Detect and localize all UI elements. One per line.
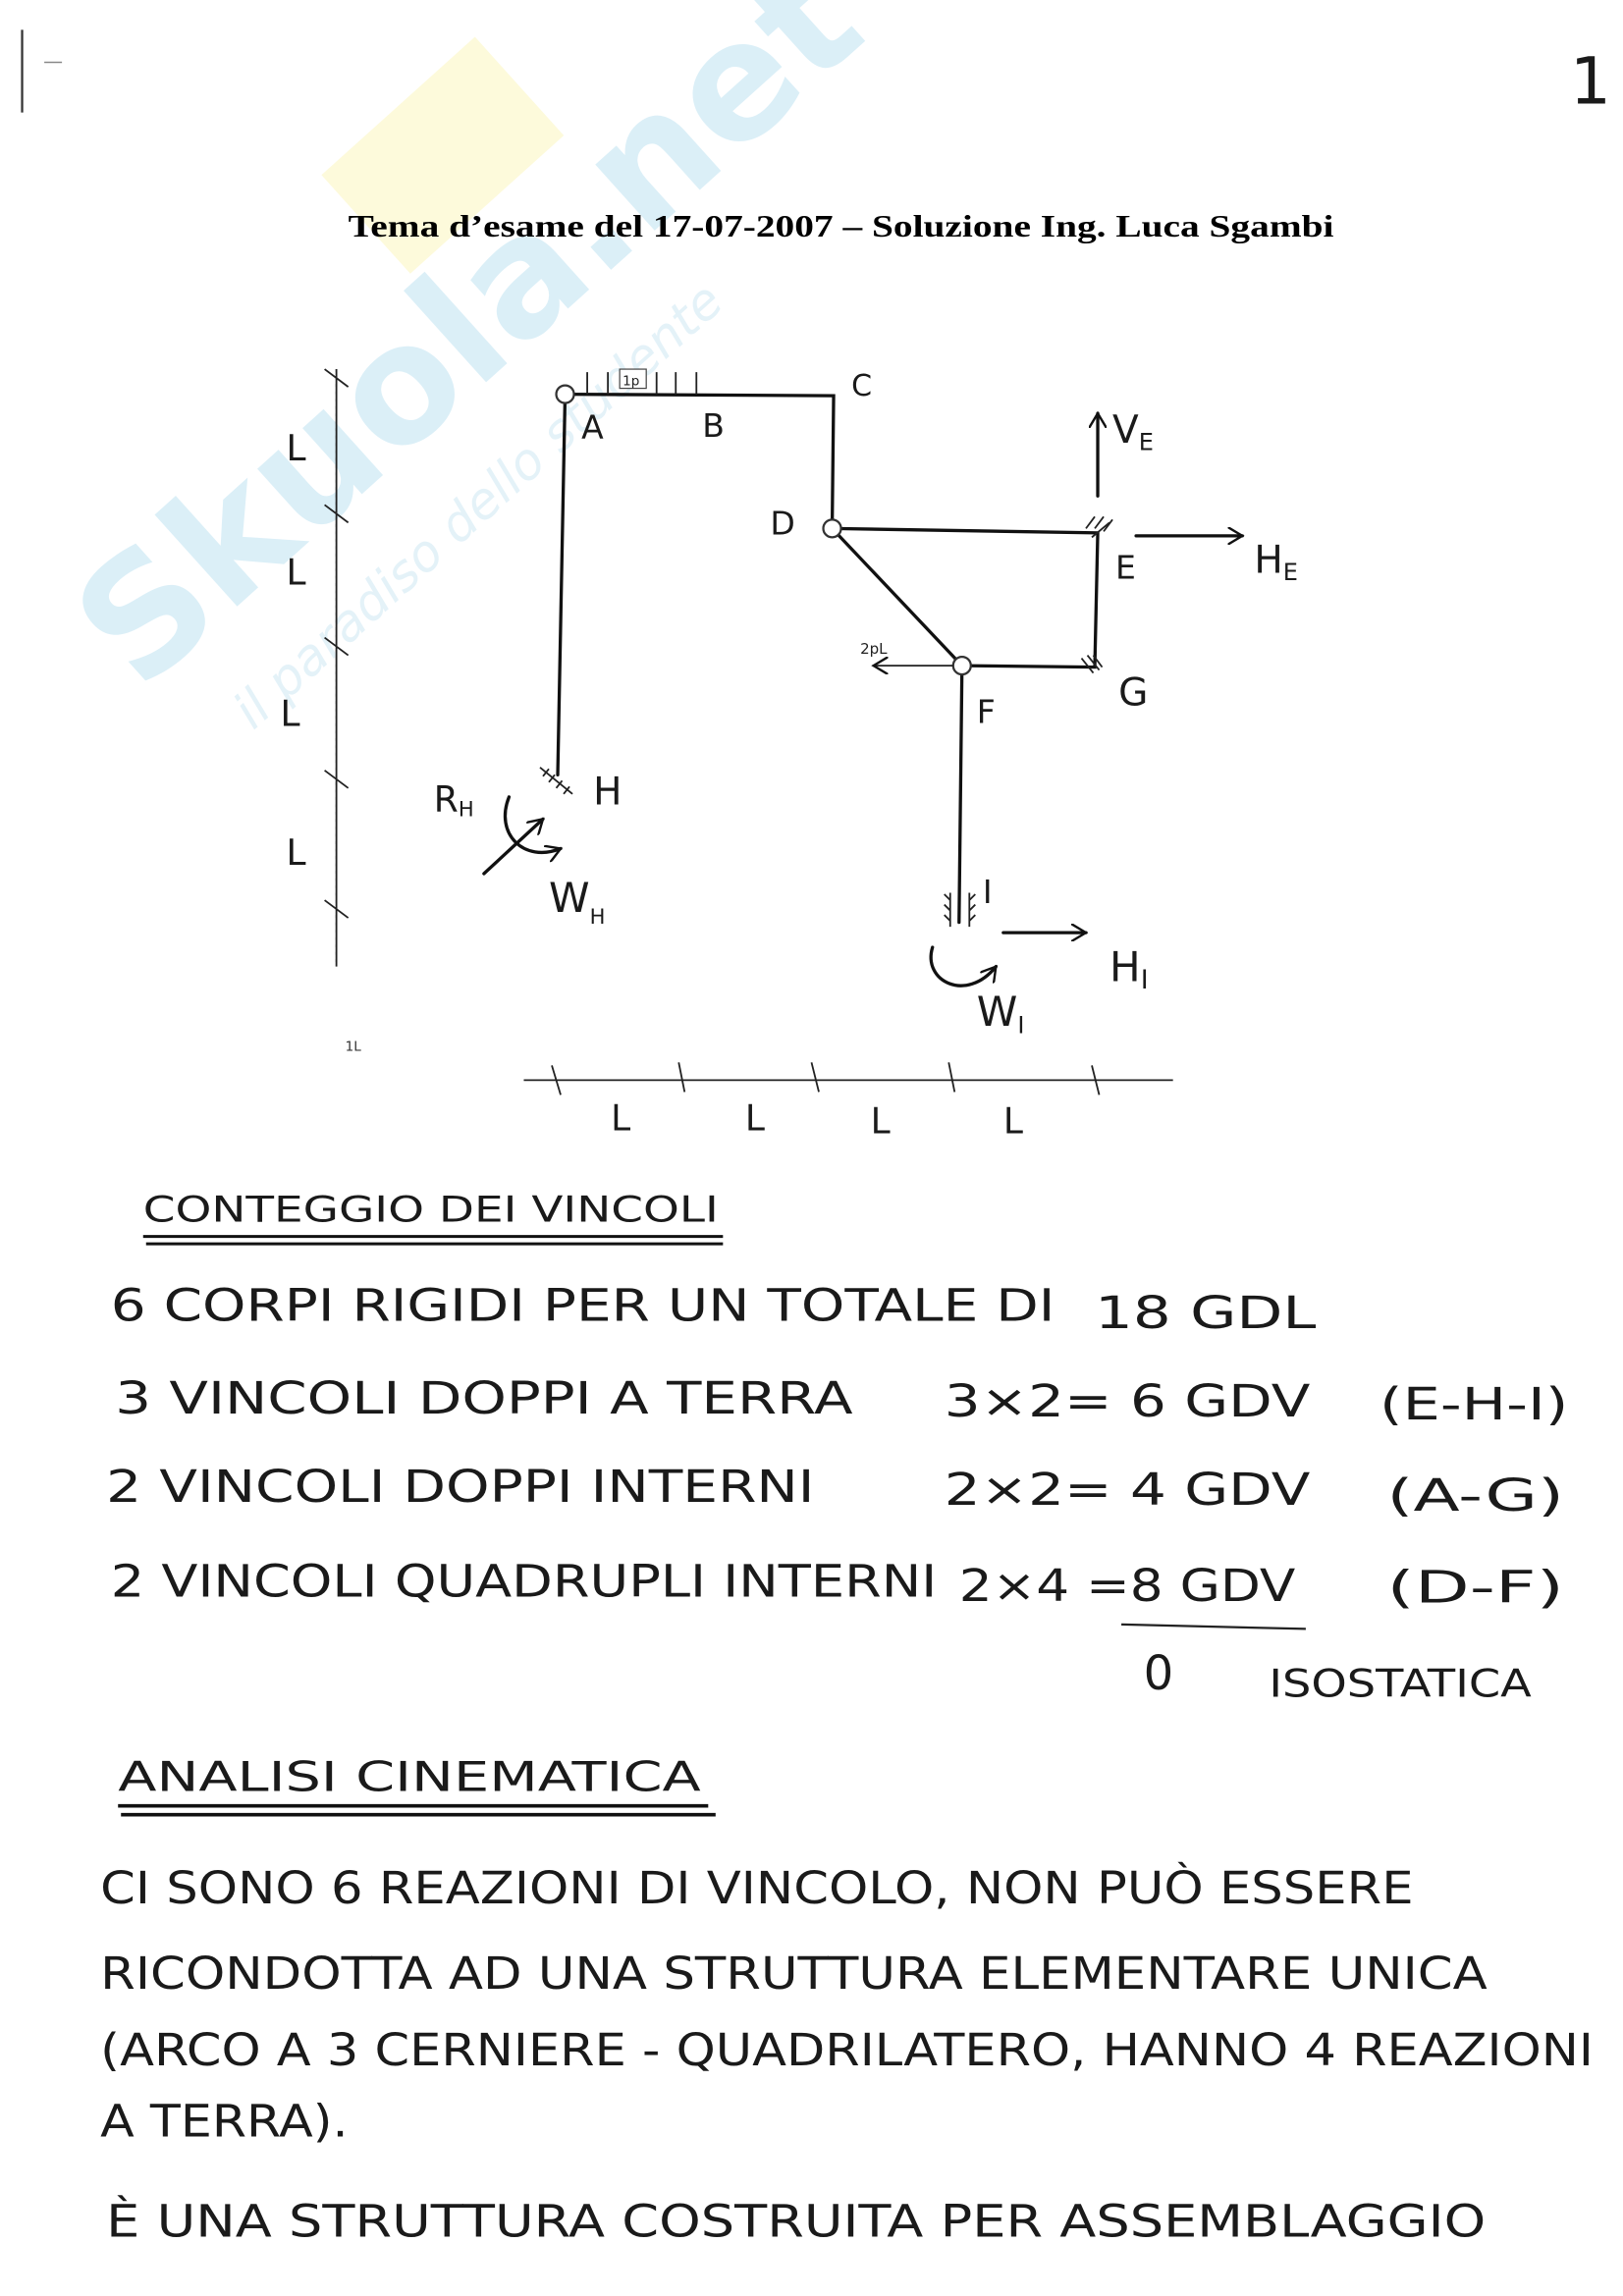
dimension-label: L xyxy=(745,1097,765,1139)
paragraph-line: A TERRA). xyxy=(100,2095,348,2147)
hinge-d xyxy=(822,518,842,539)
hinge-f xyxy=(951,655,972,676)
paragraph-line: È UNA STRUTTURA COSTRUITA PER ASSEMBLAGG… xyxy=(106,2196,1486,2248)
moment-wh-icon xyxy=(503,795,561,853)
point-load-label: 2pL xyxy=(860,640,888,658)
column-a-h xyxy=(556,392,568,776)
node-label-b: B xyxy=(702,406,725,445)
vertical-dimension: L L L L xyxy=(281,368,350,967)
distributed-load: 1p xyxy=(586,368,698,395)
beam-d-e xyxy=(830,526,1100,669)
watermark-yellow-band xyxy=(321,36,565,274)
result-value: 0 xyxy=(1144,1646,1174,1701)
row-text: 3 VINCOLI DOPPI A TERRA xyxy=(115,1372,853,1424)
node-label-i: I xyxy=(983,873,993,911)
label-wi: WI xyxy=(977,988,1025,1040)
sum-line xyxy=(1121,1623,1306,1630)
beam-a-c xyxy=(563,392,836,531)
reaction-rh-arrow xyxy=(482,817,543,876)
moment-wi-icon xyxy=(929,945,998,988)
node-label-f: F xyxy=(977,693,996,731)
structure-diagram: 1p 2pL xyxy=(482,368,1242,988)
node-label-e: E xyxy=(1115,548,1136,586)
section-heading: CONTEGGIO DEI VINCOLI xyxy=(143,1190,719,1231)
label-he: HE xyxy=(1254,538,1298,586)
node-label-h: H xyxy=(593,770,622,814)
node-label-g: G xyxy=(1118,671,1148,716)
dimension-label: L xyxy=(871,1100,891,1142)
distributed-load-label: 1p xyxy=(622,374,639,390)
horizontal-dimension: L L L L xyxy=(523,1062,1173,1142)
dimension-label: L xyxy=(287,832,306,874)
section-conteggio-vincoli: CONTEGGIO DEI VINCOLI 6 CORPI RIGIDI PER… xyxy=(106,1190,1568,1707)
paragraph-line: RICONDOTTA AD UNA STRUTTURA ELEMENTARE U… xyxy=(100,1948,1488,2000)
strut-d-f xyxy=(830,526,964,667)
scale-note: 1L xyxy=(346,1039,362,1054)
section-heading: ANALISI CINEMATICA xyxy=(118,1753,701,1801)
node-label-c: C xyxy=(851,369,872,403)
row-calc: 18 GDL xyxy=(1095,1287,1316,1339)
dimension-label: L xyxy=(287,428,306,469)
column-f-i xyxy=(957,664,964,925)
row-calc: 2×4 =8 GDV xyxy=(959,1560,1296,1612)
section-analisi-cinematica: ANALISI CINEMATICA CI SONO 6 REAZIONI DI… xyxy=(100,1753,1594,2248)
dimension-label: L xyxy=(611,1097,630,1139)
row-text: 2 VINCOLI QUADRUPLI INTERNI xyxy=(111,1555,938,1607)
support-e-icon xyxy=(1085,515,1113,539)
node-label-d: D xyxy=(770,504,794,542)
paragraph-line: (ARCO A 3 CERNIERE - QUADRILATERO, HANNO… xyxy=(100,2024,1594,2076)
support-i-icon xyxy=(944,892,976,928)
row-note: (D-F) xyxy=(1387,1561,1564,1613)
row-calc: 2×2= 4 GDV xyxy=(945,1464,1311,1516)
dimension-label: L xyxy=(1003,1100,1023,1142)
support-h-icon xyxy=(539,767,573,795)
row-note: (E-H-I) xyxy=(1380,1378,1568,1430)
label-ve: VE xyxy=(1112,408,1154,456)
row-note: (A-G) xyxy=(1387,1469,1564,1522)
hinge-a xyxy=(555,384,575,404)
node-label-a: A xyxy=(581,408,604,447)
page-title: Tema d’esame del 17-07-2007 – Soluzione … xyxy=(349,209,1334,243)
row-calc: 3×2= 6 GDV xyxy=(945,1375,1311,1427)
paragraph-line: CI SONO 6 REAZIONI DI VINCOLO, NON PUÒ E… xyxy=(100,1862,1413,1914)
support-g-icon xyxy=(1080,655,1104,674)
dimension-label: L xyxy=(281,694,300,735)
label-rh: RH xyxy=(434,779,474,822)
page-number: 1 xyxy=(1570,44,1611,120)
label-hi: HI xyxy=(1109,943,1149,996)
row-text: 2 VINCOLI DOPPI INTERNI xyxy=(106,1461,814,1513)
result-label: ISOSTATICA xyxy=(1269,1663,1532,1707)
label-wh: WH xyxy=(549,874,605,929)
dimension-label: L xyxy=(287,552,306,593)
row-text: 6 CORPI RIGIDI PER UN TOTALE DI xyxy=(111,1279,1055,1331)
